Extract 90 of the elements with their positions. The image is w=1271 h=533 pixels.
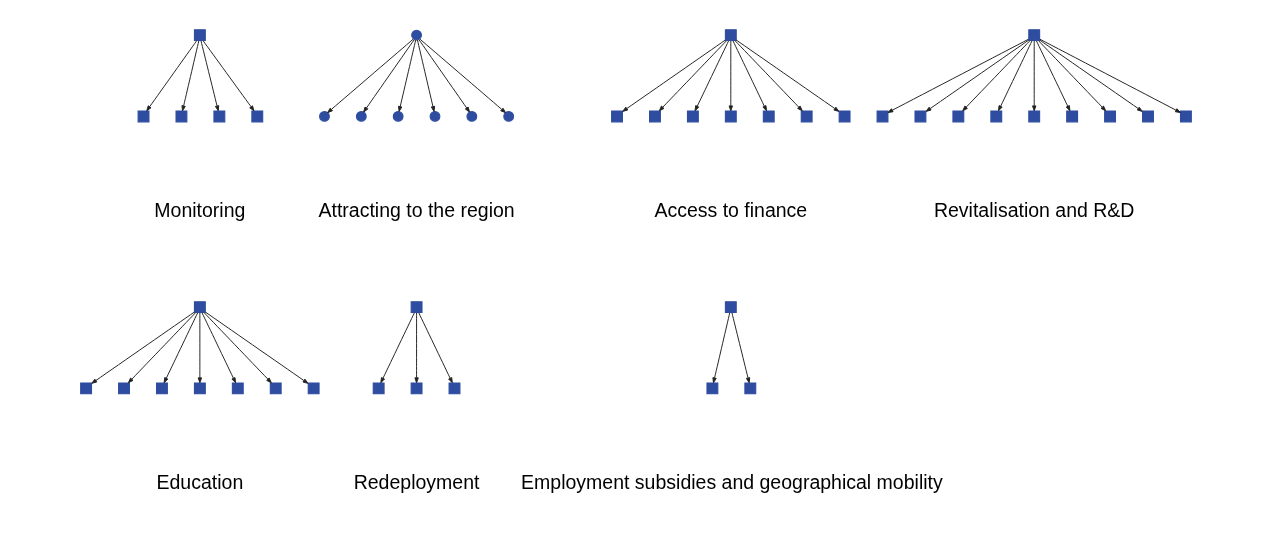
arrow	[413, 312, 419, 384]
arrow	[397, 39, 416, 112]
node-box	[193, 382, 206, 395]
arrow	[735, 39, 839, 112]
arrow	[326, 38, 414, 114]
node-box	[648, 110, 661, 123]
arrow	[197, 312, 202, 384]
arrow	[1038, 39, 1143, 112]
arrow	[1037, 40, 1106, 112]
arrow	[417, 312, 453, 384]
node-box	[686, 110, 699, 123]
arrow	[203, 312, 272, 384]
node-box	[724, 110, 737, 123]
node-box	[762, 110, 775, 123]
node-box	[410, 382, 423, 395]
node-circle	[392, 111, 404, 122]
arrow	[201, 312, 236, 384]
node-box	[1027, 110, 1040, 123]
arrow	[416, 39, 435, 112]
node-box	[1179, 110, 1192, 123]
arrow	[711, 312, 730, 384]
arrow	[886, 38, 1029, 113]
arrow	[728, 40, 733, 112]
node-box	[610, 110, 623, 123]
arrow	[202, 40, 254, 112]
arrow	[379, 312, 415, 384]
node-box	[117, 382, 130, 395]
node-box	[250, 110, 263, 123]
label: Employment subsidies and geographical mobility	[520, 470, 943, 493]
node-box	[989, 110, 1002, 123]
arrow	[417, 39, 470, 113]
label: Education	[156, 470, 243, 493]
arrow	[731, 312, 750, 384]
arrow	[180, 40, 199, 112]
node-box	[876, 110, 888, 123]
node-box	[307, 382, 320, 395]
node-box	[800, 110, 813, 123]
node-box	[743, 382, 756, 395]
arrow	[734, 40, 803, 112]
arrow	[163, 312, 198, 384]
node-box	[175, 110, 187, 123]
node-box	[155, 382, 168, 395]
label: Redeployment	[353, 470, 479, 493]
node-box	[137, 110, 149, 123]
arrow	[925, 39, 1029, 112]
node-box	[838, 110, 851, 123]
arrow	[961, 40, 1030, 112]
label: Monitoring	[153, 198, 245, 221]
node-box	[410, 301, 423, 314]
node-box	[212, 110, 225, 123]
node-box	[448, 382, 460, 395]
arrow	[1035, 40, 1070, 112]
node-circle	[318, 111, 330, 122]
label: Revitalisation and R&D	[933, 198, 1134, 221]
node-box	[372, 382, 385, 395]
arrow	[200, 40, 219, 112]
node-circle	[429, 111, 440, 122]
arrow	[694, 40, 729, 112]
arrow	[1031, 40, 1036, 112]
arrow	[621, 39, 726, 112]
node-box	[1103, 110, 1116, 123]
node-box	[724, 29, 737, 42]
label: Attracting to the region	[317, 198, 515, 221]
label: Access to finance	[653, 198, 807, 221]
arrow	[90, 311, 195, 384]
node-box	[1065, 110, 1078, 123]
arrow	[732, 40, 767, 112]
node-box	[724, 301, 737, 314]
arrow	[145, 40, 197, 112]
arrow	[362, 39, 415, 113]
node-circle	[502, 111, 514, 122]
node-box	[193, 301, 206, 314]
arrow	[127, 312, 196, 384]
node-box	[705, 382, 718, 395]
node-box	[79, 382, 92, 395]
node-box	[193, 29, 206, 42]
node-box	[269, 382, 282, 395]
node-box	[914, 110, 926, 123]
node-box	[1027, 29, 1040, 42]
arrow	[419, 38, 506, 114]
node-circle	[465, 111, 477, 122]
node-box	[1141, 110, 1154, 123]
arrow	[1039, 38, 1181, 113]
arrow	[658, 40, 727, 112]
node-box	[231, 382, 244, 395]
arrow	[997, 40, 1032, 112]
arrow	[204, 311, 308, 384]
node-circle	[410, 29, 422, 41]
node-box	[951, 110, 964, 123]
node-circle	[355, 111, 367, 122]
